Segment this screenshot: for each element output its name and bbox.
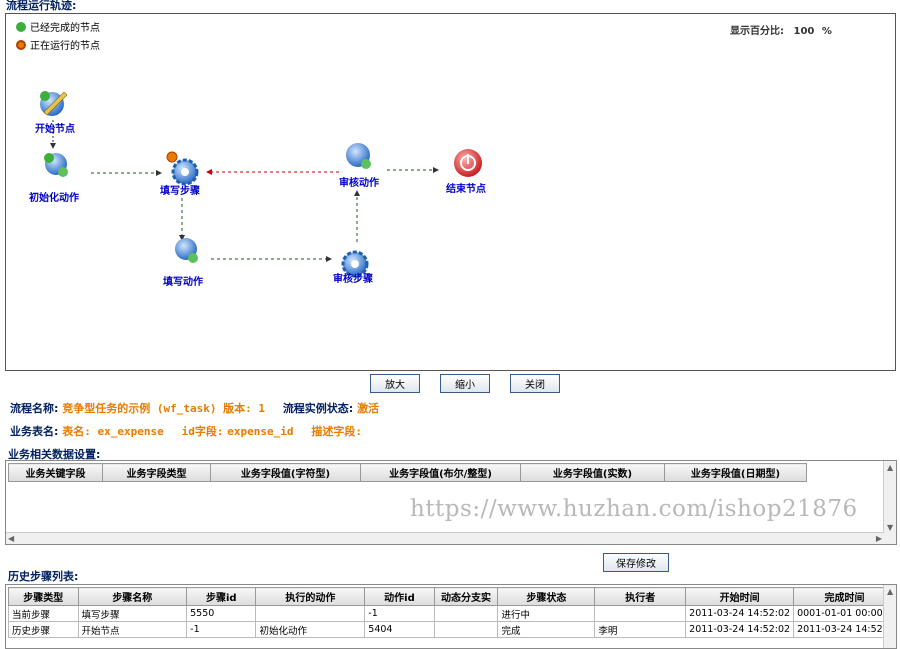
business-column-header[interactable]: 业务字段值(布尔/整型) [360, 463, 521, 482]
init-action-node-icon[interactable] [44, 153, 68, 177]
history-scroll-up-icon[interactable]: ▲ [887, 587, 894, 596]
watermark: https://www.huzhan.com/ishop21876 [410, 496, 858, 522]
zoom-value: 100 [793, 26, 815, 37]
table-cell: 初始化动作 [255, 621, 366, 638]
history-column-header[interactable]: 开始时间 [685, 587, 795, 606]
scroll-left-icon[interactable]: ◀ [8, 534, 15, 543]
business-column-header[interactable]: 业务字段值(字符型) [210, 463, 361, 482]
business-data-title: 业务相关数据设置: [8, 448, 101, 461]
review-step-node-icon[interactable] [341, 250, 369, 278]
table-cell: 完成 [497, 621, 596, 638]
table-cell: 当前步骤 [8, 605, 79, 622]
process-state-value: 激活 [357, 402, 380, 415]
history-vertical-scrollbar[interactable]: ▲ [883, 585, 896, 648]
node-label-review-action[interactable]: 审核动作 [339, 178, 379, 189]
business-column-header[interactable]: 业务字段值(实数) [520, 463, 665, 482]
table-cell [594, 605, 687, 622]
history-column-header[interactable]: 动态分支实 [433, 587, 499, 606]
legend-done: 已经完成的节点 [16, 19, 100, 34]
business-horizontal-scrollbar[interactable]: ◀ ▶ [6, 532, 884, 544]
table-cell: 0001-01-01 00:00:0 [793, 605, 896, 622]
node-label-fill-step[interactable]: 填写步骤 [160, 186, 200, 197]
table-cell [433, 605, 499, 622]
flow-graph [40, 91, 482, 278]
zoom-label: 显示百分比: [730, 26, 784, 37]
node-label-init-action[interactable]: 初始化动作 [29, 193, 79, 204]
table-cell: -1 [364, 605, 435, 622]
scroll-down-icon[interactable]: ▼ [887, 523, 894, 532]
end-node-icon[interactable] [454, 149, 482, 177]
business-column-header[interactable]: 业务字段值(日期型) [664, 463, 807, 482]
running-icon [16, 39, 26, 50]
table-cell: 李明 [594, 621, 687, 638]
business-vertical-scrollbar[interactable]: ▲ ▼ [883, 461, 896, 544]
review-action-node-icon[interactable] [346, 143, 371, 169]
history-column-header[interactable]: 完成时间 [793, 587, 896, 606]
table-cell [255, 605, 366, 622]
start-node-icon[interactable] [40, 91, 68, 116]
table-cell: 进行中 [497, 605, 596, 622]
business-table-value: 表名: ex_expense [62, 425, 164, 438]
save-button[interactable]: 保存修改 [603, 553, 669, 572]
fill-step-node-icon[interactable] [166, 151, 199, 186]
flow-title: 流程运行轨迹: [6, 0, 77, 12]
table-cell: -1 [186, 621, 257, 638]
process-state-label: 流程实例状态: [282, 402, 354, 415]
business-table-line: 业务表名: 表名: ex_expense id字段: expense_id 描述… [10, 423, 362, 439]
history-column-header[interactable]: 动作id [364, 587, 435, 606]
node-label-review-step[interactable]: 审核步骤 [333, 274, 373, 285]
node-label-start[interactable]: 开始节点 [35, 124, 75, 135]
table-cell [433, 621, 499, 638]
table-cell: 2011-03-24 14:52:0 [793, 621, 896, 638]
table-cell: 2011-03-24 14:52:02 [685, 621, 795, 638]
process-name-label: 流程名称: [10, 402, 59, 415]
check-icon [16, 21, 26, 32]
table-cell: 历史步骤 [8, 621, 79, 638]
history-column-header[interactable]: 步骤名称 [77, 587, 188, 606]
process-name-line: 流程名称: 竞争型任务的示例 (wf_task) 版本: 1 流程实例状态: 激… [10, 400, 379, 416]
process-name-value: 竞争型任务的示例 (wf_task) 版本: 1 [62, 402, 265, 415]
table-cell: 开始节点 [77, 621, 188, 638]
history-column-header[interactable]: 执行者 [594, 587, 687, 606]
legend-done-label: 已经完成的节点 [30, 23, 100, 34]
zoom-unit: % [821, 26, 832, 37]
history-column-header[interactable]: 步骤类型 [8, 587, 79, 606]
table-cell: 5550 [186, 605, 257, 622]
history-column-header[interactable]: 步骤状态 [497, 587, 596, 606]
business-column-header[interactable]: 业务字段类型 [102, 463, 211, 482]
table-cell: 2011-03-24 14:52:02 [685, 605, 795, 622]
desc-field-label: 描述字段: [311, 425, 362, 438]
history-title: 历史步骤列表: [8, 570, 79, 583]
business-grid-header: 业务关键字段业务字段类型业务字段值(字符型)业务字段值(布尔/整型)业务字段值(… [8, 463, 807, 482]
scroll-right-icon[interactable]: ▶ [875, 534, 882, 543]
close-button[interactable]: 关闭 [510, 374, 560, 393]
business-table-label: 业务表名: [10, 425, 59, 438]
business-data-grid[interactable]: 业务关键字段业务字段类型业务字段值(字符型)业务字段值(布尔/整型)业务字段值(… [5, 460, 897, 545]
history-column-header[interactable]: 步骤id [186, 587, 257, 606]
legend-running: 正在运行的节点 [16, 37, 100, 52]
zoom-in-button[interactable]: 放大 [370, 374, 420, 393]
node-label-end[interactable]: 结束节点 [446, 184, 486, 195]
id-field-label: id字段: [181, 425, 224, 438]
zoom-readout: 显示百分比: 100 % [730, 22, 832, 37]
table-cell: 5404 [364, 621, 435, 638]
id-field-value: expense_id [227, 425, 294, 438]
node-label-fill-action[interactable]: 填写动作 [163, 277, 203, 288]
zoom-out-button[interactable]: 缩小 [440, 374, 490, 393]
table-cell: 填写步骤 [77, 605, 188, 622]
fill-action-node-icon[interactable] [175, 238, 198, 263]
history-column-header[interactable]: 执行的动作 [255, 587, 366, 606]
flow-diagram[interactable]: 已经完成的节点 正在运行的节点 显示百分比: 100 % [5, 13, 896, 371]
legend-running-label: 正在运行的节点 [30, 41, 100, 52]
scroll-up-icon[interactable]: ▲ [887, 463, 894, 472]
business-column-header[interactable]: 业务关键字段 [8, 463, 103, 482]
